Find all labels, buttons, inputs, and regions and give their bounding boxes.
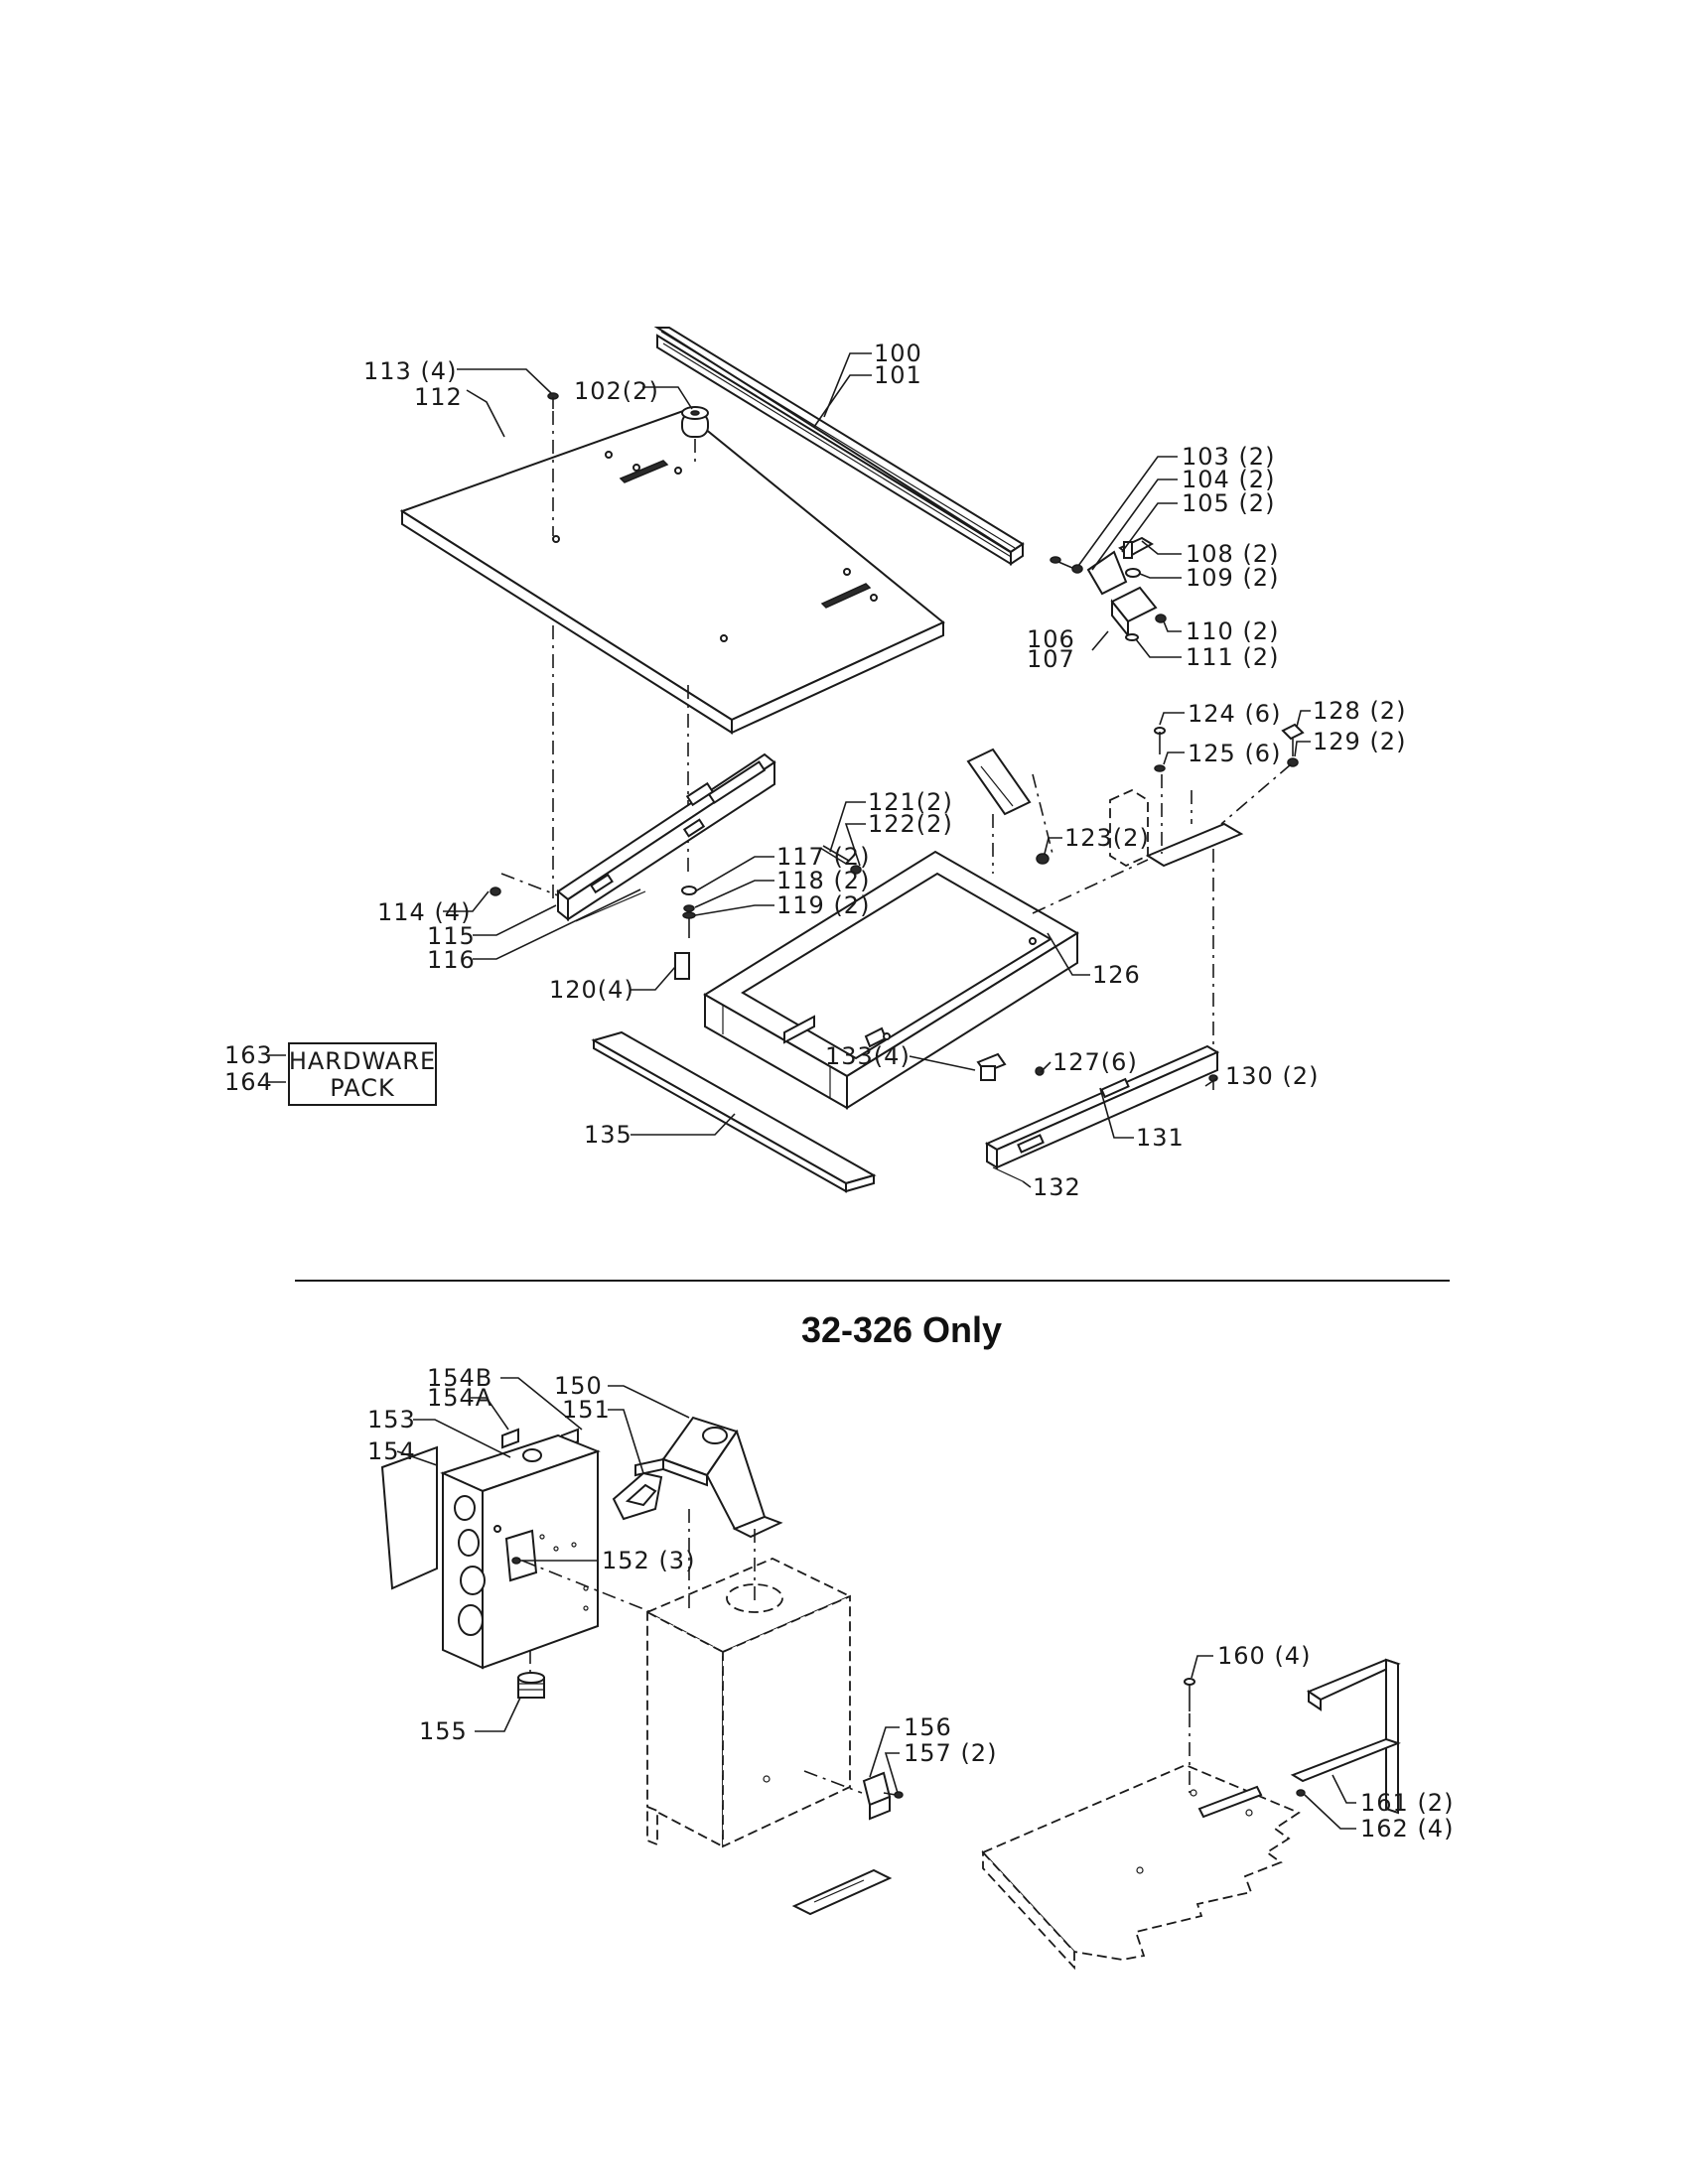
label-108: 108 (2) — [1186, 540, 1279, 568]
label-110: 110 (2) — [1186, 617, 1279, 645]
label-133: 133(4) — [825, 1042, 911, 1070]
label-135: 135 — [584, 1121, 632, 1149]
label-120: 120(4) — [549, 976, 634, 1004]
label-127: 127(6) — [1052, 1048, 1138, 1076]
label-122: 122(2) — [868, 810, 953, 838]
insert-151 — [612, 1471, 663, 1521]
label-116: 116 — [427, 946, 476, 974]
label-155: 155 — [419, 1717, 468, 1745]
label-112: 112 — [414, 383, 463, 411]
foot-120 — [674, 952, 690, 980]
label-107: 107 — [1027, 645, 1075, 673]
label-113: 113 (4) — [363, 357, 457, 385]
label-115: 115 — [427, 922, 476, 950]
fitting-155 — [517, 1672, 545, 1699]
label-154b: 154B — [427, 1364, 492, 1392]
label-161: 161 (2) — [1360, 1789, 1454, 1817]
nut-127 — [1035, 1066, 1045, 1076]
label-160: 160 (4) — [1217, 1642, 1311, 1670]
bolt-160 — [1184, 1678, 1195, 1711]
bracket-dashed — [1109, 788, 1244, 868]
labels-upper: 100 101 102(2) 113 (4) 112 103 (2) 104 (… — [224, 340, 1406, 1201]
leader-lines-lower — [396, 1377, 1356, 1830]
label-130: 130 (2) — [1225, 1062, 1319, 1090]
label-156: 156 — [904, 1713, 952, 1741]
label-126: 126 — [1092, 961, 1141, 989]
hardware-pack-line2: PACK — [330, 1074, 395, 1102]
label-150: 150 — [554, 1372, 603, 1400]
label-132: 132 — [1033, 1173, 1081, 1201]
plate-154a — [501, 1428, 519, 1449]
u-bracket-161 — [1290, 1658, 1401, 1815]
label-163: 163 — [224, 1041, 273, 1069]
bracket-123 — [966, 748, 1050, 865]
label-119: 119 (2) — [776, 891, 870, 919]
label-121: 121(2) — [868, 788, 953, 816]
label-104: 104 (2) — [1182, 466, 1275, 493]
sheet-154 — [380, 1445, 438, 1590]
leader-lines-upper — [266, 352, 1311, 1188]
clip-133 — [976, 1052, 1007, 1081]
label-152: 152 (3) — [602, 1547, 695, 1574]
label-124: 124 (6) — [1188, 700, 1281, 728]
label-154: 154 — [367, 1437, 416, 1465]
table-board — [399, 409, 945, 735]
hardware-pack-box — [288, 1042, 437, 1106]
label-128: 128 (2) — [1313, 697, 1406, 725]
cabinet-stand — [644, 1509, 893, 1916]
label-153: 153 — [367, 1406, 416, 1433]
panel-135 — [591, 1030, 877, 1193]
label-151: 151 — [562, 1396, 611, 1424]
label-123: 123(2) — [1064, 824, 1150, 852]
screw-114 — [490, 887, 501, 896]
label-164: 164 — [224, 1068, 273, 1096]
label-105: 105 (2) — [1182, 489, 1275, 517]
control-box — [440, 1433, 601, 1670]
label-111: 111 (2) — [1186, 643, 1279, 671]
base-frame — [703, 850, 1079, 1110]
label-129: 129 (2) — [1313, 728, 1406, 755]
bolt-121 — [819, 845, 862, 875]
label-100: 100 — [874, 340, 922, 367]
bolt-124 — [1154, 727, 1166, 772]
label-117: 117 (2) — [776, 843, 870, 871]
table-board-lower — [981, 1764, 1301, 1971]
section-title: 32-326 Only — [801, 1309, 1002, 1350]
label-125: 125 (6) — [1188, 740, 1281, 767]
hardware-pack-line1: HARDWARE — [289, 1047, 436, 1075]
bolt-stack — [681, 886, 697, 938]
fence-rail — [653, 327, 1025, 566]
label-118: 118 (2) — [776, 867, 870, 894]
label-101: 101 — [874, 361, 922, 389]
label-109: 109 (2) — [1186, 564, 1279, 592]
label-162: 162 (4) — [1360, 1815, 1454, 1843]
label-106: 106 — [1027, 625, 1075, 653]
side-rail-115 — [556, 752, 776, 922]
labels-lower: 154B 154A 153 154 150 151 152 (3) 155 15… — [367, 1364, 1454, 1843]
spacer-102 — [681, 406, 709, 438]
label-154a: 154A — [427, 1384, 492, 1412]
bracket-assembly — [1050, 536, 1167, 641]
label-114: 114 (4) — [377, 898, 471, 926]
bracket-156 — [862, 1771, 904, 1821]
knob-128 — [1281, 723, 1305, 767]
nut-162 — [1296, 1789, 1306, 1797]
screw-113 — [547, 392, 559, 409]
label-102: 102(2) — [574, 377, 659, 405]
label-157: 157 (2) — [904, 1739, 997, 1767]
label-131: 131 — [1136, 1124, 1185, 1152]
bracket-150 — [634, 1416, 783, 1539]
label-103: 103 (2) — [1182, 443, 1275, 471]
